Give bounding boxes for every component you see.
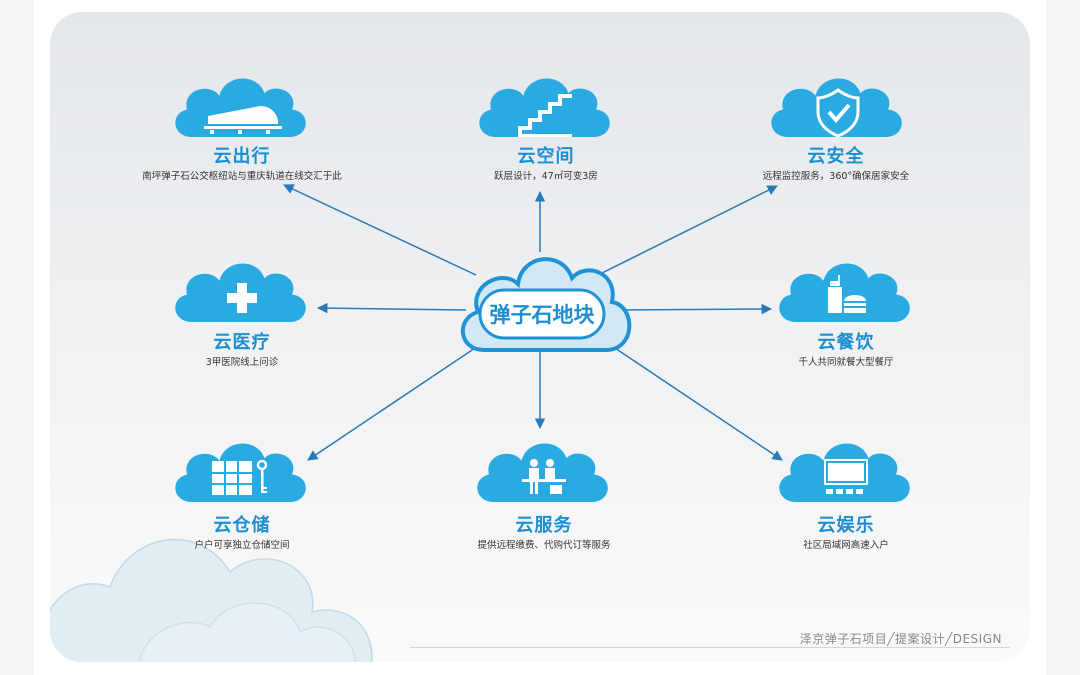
reception-service-icon	[522, 459, 566, 494]
node-cloud-medical	[175, 263, 306, 322]
node-cloud-dining	[779, 263, 910, 322]
node-medical: 云医疗 3甲医院线上问诊	[112, 332, 372, 369]
node-storage: 云仓储 户户可享独立仓储空间	[112, 515, 372, 552]
node-desc-space: 跃层设计，47㎡可变3房	[494, 171, 598, 182]
arrow-to-dining	[617, 303, 773, 315]
node-title-dining: 云餐饮	[817, 332, 875, 353]
node-cloud-travel	[175, 78, 306, 137]
node-cloud-security	[771, 78, 902, 138]
arrow-to-entertainment	[599, 337, 783, 461]
train-icon	[204, 106, 282, 134]
node-title-travel: 云出行	[213, 146, 271, 167]
node-desc-dining: 千人共同就餐大型餐厅	[798, 357, 894, 368]
node-title-storage: 云仓储	[213, 515, 271, 536]
medical-cross-icon	[227, 283, 257, 313]
arrow-to-travel	[283, 184, 477, 276]
diagram-canvas: 弹子石地块	[50, 78, 910, 662]
node-desc-service: 提供远程缴费、代购代订等服务	[477, 540, 611, 551]
node-entertainment: 云娱乐 社区局域网高速入户	[716, 515, 976, 552]
fast-food-icon	[828, 275, 866, 313]
node-title-service: 云服务	[515, 515, 573, 536]
arrow-to-security	[597, 185, 778, 276]
arrow-to-storage	[307, 337, 491, 461]
node-desc-travel: 南坪弹子石公交枢纽站与重庆轨道在线交汇于此	[142, 171, 342, 182]
node-cloud-entertainment	[779, 443, 910, 502]
node-desc-entertainment: 社区局域网高速入户	[803, 540, 889, 551]
node-dining: 云餐饮 千人共同就餐大型餐厅	[716, 332, 976, 369]
center-label: 弹子石地块	[490, 303, 596, 327]
background-clouds	[50, 538, 373, 662]
node-security: 云安全 远程监控服务，360°确保居家安全	[706, 146, 966, 183]
connector-arrows	[283, 184, 783, 461]
node-title-space: 云空间	[517, 146, 575, 167]
node-cloud-storage	[175, 443, 306, 502]
node-desc-medical: 3甲医院线上问诊	[205, 357, 279, 368]
diagram-panel: 弹子石地块	[50, 12, 1030, 662]
locker-key-icon	[212, 459, 268, 495]
node-cloud-service	[477, 443, 608, 502]
stairs-icon	[518, 94, 572, 137]
node-cloud-space	[479, 78, 610, 137]
node-desc-security: 远程监控服务，360°确保居家安全	[762, 171, 910, 182]
node-title-entertainment: 云娱乐	[817, 515, 875, 536]
footer-divider	[410, 647, 1010, 648]
node-title-medical: 云医疗	[213, 332, 271, 353]
footer-caption: 泽京弹子石项目╱提案设计╱DESIGN	[799, 632, 1002, 646]
arrow-to-medical	[316, 302, 467, 314]
node-desc-storage: 户户可享独立仓储空间	[194, 540, 290, 551]
node-service: 云服务 提供远程缴费、代购代订等服务	[414, 515, 674, 552]
shield-check-icon	[816, 88, 860, 138]
node-travel: 云出行 南坪弹子石公交枢纽站与重庆轨道在线交汇于此	[112, 146, 372, 183]
node-space: 云空间 跃层设计，47㎡可变3房	[416, 146, 676, 183]
center-hub-cloud: 弹子石地块	[460, 257, 632, 352]
node-title-security: 云安全	[807, 146, 865, 167]
cinema-screen-icon	[824, 459, 868, 494]
